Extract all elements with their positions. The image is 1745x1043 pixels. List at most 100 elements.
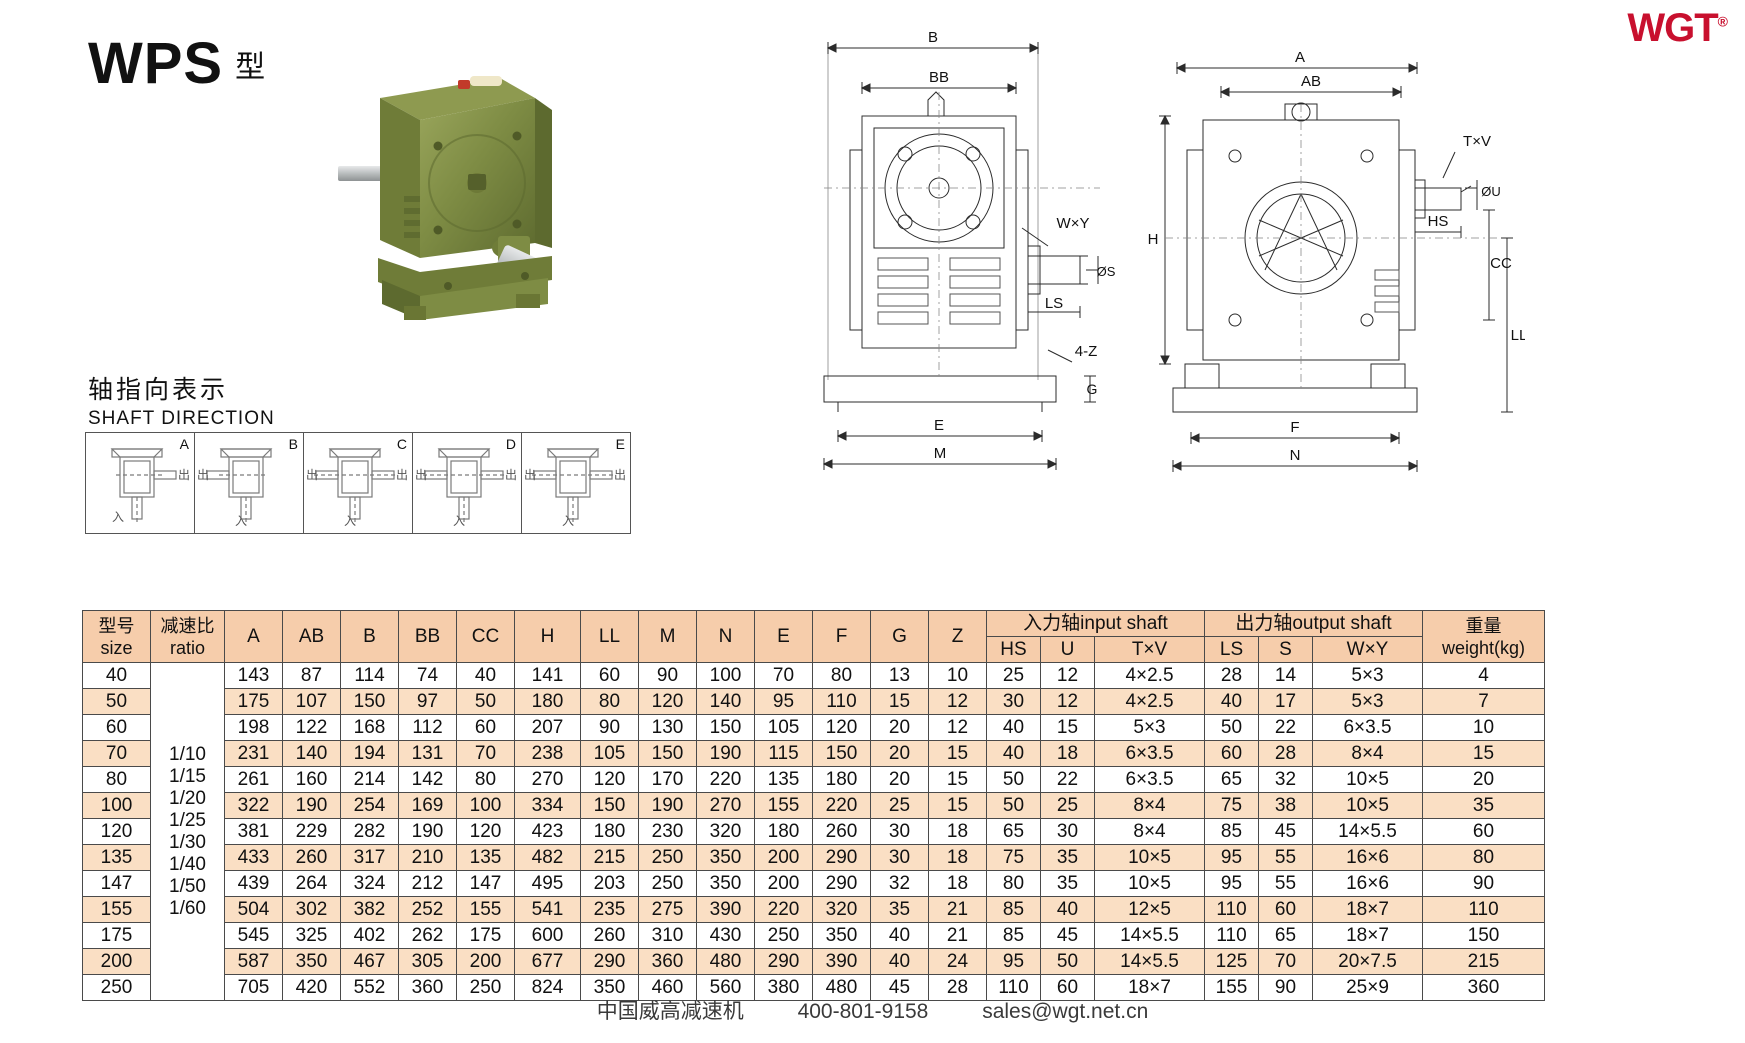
cell-weight: 20	[1422, 766, 1545, 793]
cell-Z: 18	[928, 870, 987, 897]
cell-LS: 50	[1204, 714, 1259, 741]
cell-CC: 200	[456, 948, 515, 975]
svg-text:出: 出	[197, 468, 209, 482]
dim-label-phiS: ØS	[1097, 264, 1116, 279]
cell-AB: 302	[282, 896, 341, 923]
col-header-weight-en: weight(kg)	[1441, 637, 1526, 658]
cell-LL: 180	[580, 818, 639, 845]
cell-M: 360	[638, 948, 697, 975]
cell-G: 35	[870, 896, 929, 923]
cell-S: 14	[1258, 662, 1313, 689]
cell-HS: 40	[986, 714, 1041, 741]
cell-B: 317	[340, 844, 399, 871]
cell-H: 495	[514, 870, 581, 897]
cell-size: 250	[82, 974, 151, 1001]
ratio-value: 1/10	[169, 743, 206, 765]
cell-LL: 260	[580, 922, 639, 949]
cell-HS: 85	[986, 922, 1041, 949]
col-header-Z: Z	[928, 610, 987, 663]
cell-G: 40	[870, 922, 929, 949]
dim-label-E: E	[934, 417, 944, 434]
dim-label-A: A	[1295, 49, 1305, 66]
cell-M: 275	[638, 896, 697, 923]
cell-WxY: 14×5.5	[1312, 818, 1423, 845]
ratio-value: 1/20	[169, 787, 206, 809]
dim-label-AB: AB	[1301, 73, 1321, 90]
col-header-size-en: size	[100, 637, 133, 658]
table-header-row-2: HS U T×V LS S W×Y	[83, 636, 1545, 663]
footer-email: sales@wgt.net.cn	[982, 1000, 1149, 1023]
cell-Z: 18	[928, 818, 987, 845]
wgt-logo: WGT®	[1627, 6, 1728, 51]
cell-S: 70	[1258, 948, 1313, 975]
cell-HS: 30	[986, 688, 1041, 715]
cell-H: 423	[514, 818, 581, 845]
cell-M: 230	[638, 818, 697, 845]
engineering-drawing-front-view: B BB E M W×Y LS 4-Z ØS G	[822, 29, 1116, 470]
cell-G: 32	[870, 870, 929, 897]
cell-HS: 75	[986, 844, 1041, 871]
cell-E: 105	[754, 714, 813, 741]
shaft-direction-cell-e: E 入 出 出	[521, 432, 631, 534]
cell-HS: 50	[986, 766, 1041, 793]
cell-S: 65	[1258, 922, 1313, 949]
cell-TxV: 14×5.5	[1094, 922, 1205, 949]
cell-TxV: 10×5	[1094, 870, 1205, 897]
cell-CC: 50	[456, 688, 515, 715]
cell-E: 135	[754, 766, 813, 793]
cell-A: 381	[224, 818, 283, 845]
cell-WxY: 18×7	[1312, 896, 1423, 923]
cell-AB: 350	[282, 948, 341, 975]
cell-A: 198	[224, 714, 283, 741]
cell-TxV: 14×5.5	[1094, 948, 1205, 975]
cell-Z: 21	[928, 896, 987, 923]
dim-label-F: F	[1290, 419, 1299, 436]
cell-Z: 24	[928, 948, 987, 975]
cell-B: 467	[340, 948, 399, 975]
cell-M: 250	[638, 870, 697, 897]
cell-BB: 97	[398, 688, 457, 715]
cell-size: 40	[82, 662, 151, 689]
cell-BB: 360	[398, 974, 457, 1001]
cell-LS: 155	[1204, 974, 1259, 1001]
cell-U: 45	[1040, 922, 1095, 949]
cell-A: 545	[224, 922, 283, 949]
cell-LL: 350	[580, 974, 639, 1001]
dim-label-CC: CC	[1490, 255, 1512, 272]
cell-LL: 80	[580, 688, 639, 715]
cell-F: 80	[812, 662, 871, 689]
cell-LL: 150	[580, 792, 639, 819]
cell-LS: 95	[1204, 844, 1259, 871]
cell-size: 175	[82, 922, 151, 949]
cell-H: 600	[514, 922, 581, 949]
cell-AB: 420	[282, 974, 341, 1001]
cell-M: 120	[638, 688, 697, 715]
cell-B: 254	[340, 792, 399, 819]
shaft-direction-cell-b: B 入 出	[194, 432, 304, 534]
cell-M: 170	[638, 766, 697, 793]
cell-weight: 10	[1422, 714, 1545, 741]
svg-text:入: 入	[344, 514, 356, 528]
table-header-row-1: 型号 size 减速比 ratio A AB B BB CC H LL M N …	[82, 610, 1545, 663]
svg-text:入: 入	[235, 514, 247, 528]
dim-label-N: N	[1290, 447, 1301, 464]
col-group-header-input-shaft: 入力轴input shaft	[986, 610, 1205, 637]
cell-N: 100	[696, 662, 755, 689]
cell-H: 207	[514, 714, 581, 741]
cell-F: 290	[812, 844, 871, 871]
cell-M: 130	[638, 714, 697, 741]
cell-size: 60	[82, 714, 151, 741]
dim-label-WxY: W×Y	[1057, 215, 1090, 232]
cell-F: 290	[812, 870, 871, 897]
cell-TxV: 4×2.5	[1094, 662, 1205, 689]
cell-LS: 60	[1204, 740, 1259, 767]
col-header-size: 型号 size	[82, 610, 151, 663]
cell-N: 350	[696, 844, 755, 871]
cell-TxV: 8×4	[1094, 792, 1205, 819]
cell-A: 433	[224, 844, 283, 871]
cell-weight: 35	[1422, 792, 1545, 819]
col-header-G: G	[870, 610, 929, 663]
cell-BB: 305	[398, 948, 457, 975]
